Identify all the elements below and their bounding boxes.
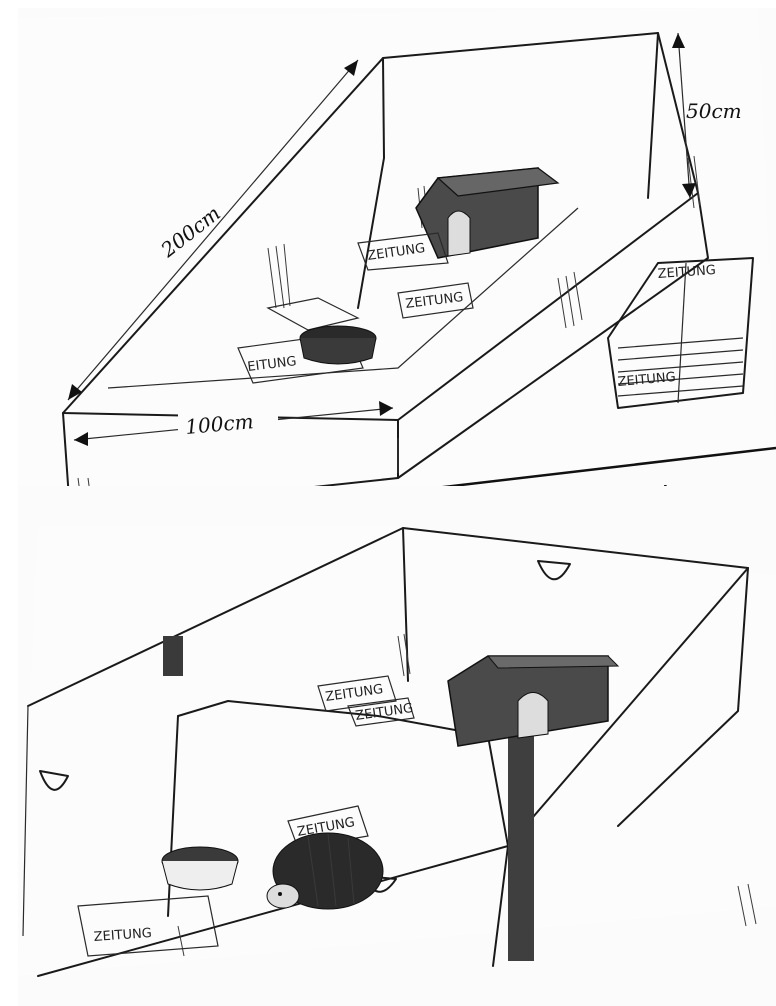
bundle-label-side: ZEITUNG [617,370,676,390]
food-bowl [299,325,377,365]
food-bowl [161,846,239,891]
enclosure-drawing-bottom: ZEITUNG ZEITUNG ZEITUNG ZEITUNG [18,486,776,1006]
height-label: 50cm [686,99,742,123]
bundle-label-top: ZEITUNG [657,263,716,282]
floor-newspapers: EITUNG ZEITUNG ZEITUNG [237,232,474,384]
width-label: 100cm [184,409,254,439]
corner-shading [163,633,757,961]
dimension-width: 100cm [73,401,394,446]
enclosure-drawing-top: EITUNG ZEITUNG ZEITUNG 200cm 100cm [18,8,776,530]
floor-paper-label: ZEITUNG [405,290,465,312]
partitioned-box-illustration: ZEITUNG ZEITUNG ZEITUNG ZEITUNG [18,526,776,977]
floor-paper-label: ZEITUNG [93,926,152,945]
shelter-hut [447,655,620,747]
floor-paper-label: EITUNG [247,354,298,375]
newspaper-stack: ZEITUNG ZEITUNG [607,257,754,409]
shelter-hut [415,167,560,259]
dimension-height: 50cm [672,32,742,199]
enclosure-box-illustration: EITUNG ZEITUNG ZEITUNG 200cm 100cm [18,8,776,530]
hedgehog [266,832,384,910]
